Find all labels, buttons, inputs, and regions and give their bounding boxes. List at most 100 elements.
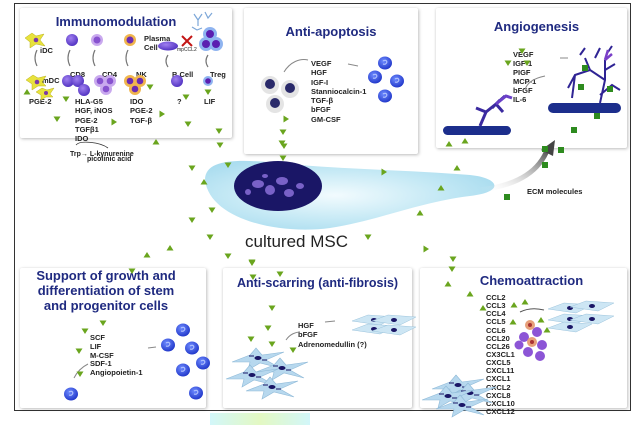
- cd8-cluster-icon: [62, 75, 90, 96]
- factor: SDF-1: [90, 359, 112, 369]
- pathway-line-1: Trp→ L-kynurenine: [70, 151, 134, 158]
- flow-arrow: [285, 331, 301, 341]
- factor: HGF, iNOS: [75, 106, 113, 116]
- flow-arrow: [73, 363, 89, 379]
- blood-vessels: [443, 45, 621, 135]
- factor: CXCL8: [486, 390, 511, 400]
- fibroblasts: [225, 314, 417, 400]
- panel-title: Anti-apoptosis: [285, 24, 377, 39]
- factor: bFGF: [513, 86, 533, 95]
- flow-arrow: [324, 320, 336, 323]
- label-cd4: CD4: [102, 70, 118, 79]
- label-plasma-cell: Plasma Cell: [144, 34, 170, 52]
- cd8-cell-icon: [66, 34, 78, 46]
- factors-support: SCF LIF M-CSF SDF-1 Angiopoietin-1: [90, 333, 143, 378]
- factor: PGE-2: [130, 106, 153, 116]
- factor: PGE-2: [29, 97, 52, 106]
- msc-label: cultured MSC: [245, 232, 348, 251]
- pathway-arrow: [75, 141, 109, 149]
- factor: CXCL11: [486, 366, 515, 376]
- title-line: and progenitor cells: [43, 298, 169, 313]
- flow-arrow: [283, 59, 309, 73]
- factor: IGF-I: [311, 77, 329, 87]
- nk-cluster-icon: [124, 75, 146, 95]
- plasma-cell-icon: [158, 41, 178, 51]
- treg-cluster-icon: [199, 27, 223, 51]
- factor: HLA-G5: [75, 97, 103, 106]
- factor: CCL20: [486, 333, 510, 343]
- flow-arrow: [519, 308, 545, 313]
- factor: LIF: [90, 341, 102, 351]
- panel-title: Immunomodulation: [55, 14, 177, 29]
- factor: Angiopoietin-1: [90, 368, 143, 378]
- factor: IDO: [130, 97, 144, 106]
- factor: VEGF: [513, 50, 534, 59]
- bottom-glow: [210, 413, 310, 425]
- nucleus-chromatin: [245, 174, 304, 197]
- factor: CCL4: [486, 309, 506, 319]
- ecm-label: ECM molecules: [527, 187, 583, 196]
- plasma-cell-text: Plasma Cell: [144, 34, 171, 52]
- panel-angiogenesis: Angiogenesis VEGF IGF-1 PIGF MCP-1 bFGF …: [436, 8, 627, 148]
- factor: TGFβ1: [75, 124, 99, 134]
- factor: HGF: [298, 321, 314, 330]
- factor: CCL3: [486, 301, 506, 311]
- factor: SCF: [90, 333, 105, 342]
- b-cell-icon: [171, 75, 183, 87]
- factor: CXCL2: [486, 382, 511, 392]
- stem-progenitor-cells: [63, 323, 211, 401]
- factor: TGF-β: [130, 115, 153, 125]
- factor: ?: [177, 97, 182, 106]
- leukocyte-cluster-icon: [514, 320, 547, 361]
- label-b-cell: B Cell: [172, 70, 194, 79]
- pathway-line-2: picolinic acid: [87, 156, 132, 163]
- ecm-arrow: [479, 147, 551, 193]
- label-mdc: mDC: [42, 76, 60, 85]
- cd4-cluster-icon: [94, 75, 116, 95]
- factor: CXCL10: [486, 398, 515, 408]
- flow-arrow: [524, 75, 546, 91]
- factors-t-cells: HLA-G5 HGF, iNOS PGE-2 TGFβ1 IDO: [75, 97, 113, 143]
- factors-angiogenesis: VEGF IGF-1 PIGF MCP-1 bFGF IL-6: [513, 50, 536, 104]
- msc-cell: [205, 160, 495, 230]
- factor: CCL26: [486, 341, 510, 351]
- factor: M-CSF: [90, 350, 114, 360]
- label-mpccl2: mpCCL2: [177, 47, 197, 53]
- factor: CCL2: [486, 293, 506, 302]
- msc-nucleus-icon: [234, 161, 322, 211]
- factors-anti-apoptosis: VEGF HGF IGF-I Stanniocalcin-1 TGF-β bFG…: [311, 59, 366, 124]
- panel-anti-scarring: Anti-scarring (anti-fibrosis) HGF bFGF A…: [223, 268, 412, 408]
- factor: TGF-β: [311, 96, 334, 106]
- ecm-arrowhead-icon: [541, 140, 555, 156]
- panel-title: Chemoattraction: [479, 273, 584, 288]
- flow-arrow: [347, 63, 359, 67]
- title-line: differentiation of stem: [37, 283, 175, 298]
- panel-title: Angiogenesis: [493, 19, 580, 34]
- panel-title: Support of growth and differentiation of…: [6, 268, 206, 313]
- factors-treg: LIF: [204, 97, 215, 106]
- chemo-cells: [421, 300, 615, 418]
- factors-chemoattraction: CCL2 CCL3 CCL4 CCL5 CCL6 CCL20 CCL26 CX3…: [486, 293, 515, 416]
- panel-title: Anti-scarring (anti-fibrosis): [236, 276, 399, 290]
- factor: bFGF: [311, 105, 331, 115]
- factor: Stanniocalcin-1: [311, 86, 367, 96]
- factor: bFGF: [298, 330, 318, 340]
- factor: GM-CSF: [311, 114, 341, 124]
- factor: IGF-1: [513, 59, 533, 68]
- panel-anti-apoptosis: Anti-apoptosis VEGF HGF IGF-I Stanniocal…: [244, 8, 418, 154]
- label-cd8: CD8: [70, 70, 86, 79]
- factor: VEGF: [311, 59, 332, 68]
- factors-anti-scarring: HGF bFGF Adrenomedullin (?): [298, 321, 367, 349]
- factor: CX3CL1: [486, 349, 515, 359]
- panel-support-growth: Support of growth and differentiation of…: [20, 268, 206, 408]
- immune-cells: [24, 11, 223, 149]
- flow-arrow: [147, 346, 157, 349]
- label-idc: iDC: [40, 46, 53, 55]
- label-treg: Treg: [210, 70, 226, 79]
- factor: PIGF: [513, 68, 531, 77]
- antibody-icon: [191, 11, 213, 31]
- factor: CXCL1: [486, 374, 511, 384]
- factor: CCL6: [486, 325, 506, 335]
- apoptotic-cells: [261, 56, 405, 113]
